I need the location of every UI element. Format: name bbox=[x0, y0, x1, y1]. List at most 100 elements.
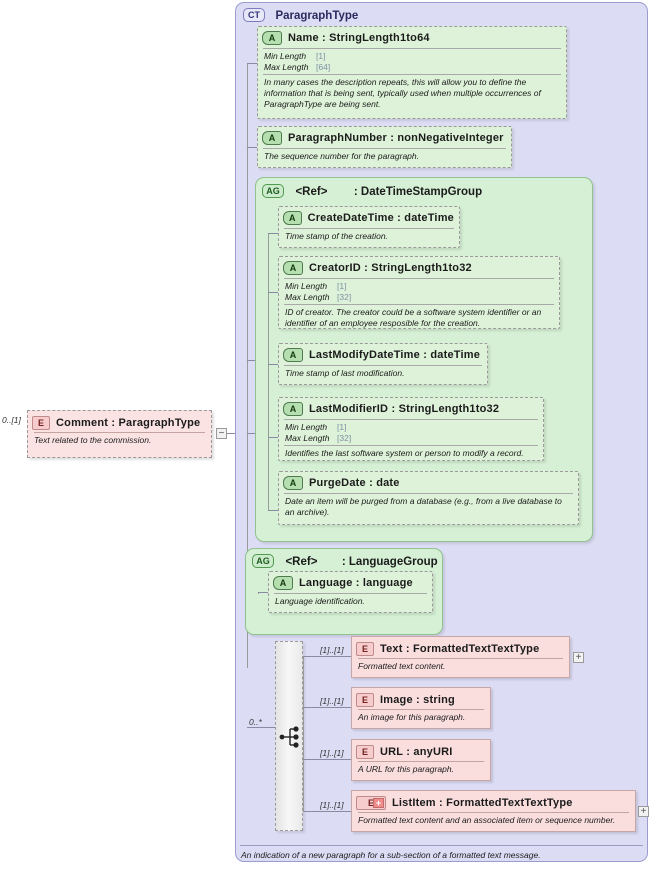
facet-value: [1] bbox=[337, 422, 347, 432]
tree-branch bbox=[268, 510, 278, 511]
divider bbox=[284, 278, 554, 279]
divider bbox=[274, 593, 427, 594]
element-doc-url: A URL for this paragraph. bbox=[358, 764, 454, 774]
root-cardinality: 0..[1] bbox=[2, 415, 21, 425]
element-header-image: E Image : string bbox=[352, 688, 490, 709]
expand-toggle-text[interactable]: + bbox=[573, 652, 584, 663]
element-header-text: E Text : FormattedTextTextType bbox=[352, 637, 569, 658]
attribute-header-paragraph-number: A ParagraphNumber : nonNegativeInteger bbox=[258, 127, 511, 147]
attribute-icon: A bbox=[283, 476, 303, 490]
element-node-comment[interactable]: E Comment : ParagraphType Text related t… bbox=[27, 410, 212, 458]
attribute-header-purgedate: A PurgeDate : date bbox=[279, 472, 578, 492]
element-node-text[interactable]: E Text : FormattedTextTextType Formatted… bbox=[351, 636, 570, 678]
ref-label: <Ref> bbox=[285, 556, 318, 568]
divider bbox=[284, 228, 454, 229]
tree-branch bbox=[268, 437, 278, 438]
child-cardinality-url: [1]..[1] bbox=[320, 748, 344, 758]
element-header-listitem: E+ ListItem : FormattedTextTextType bbox=[352, 791, 635, 812]
element-title-listitem: ListItem : FormattedTextTextType bbox=[392, 796, 573, 809]
attribute-doc-creatorid: ID of creator. The creator could be a so… bbox=[285, 307, 542, 328]
complex-type-title: ParagraphType bbox=[275, 10, 359, 22]
expand-toggle-listitem[interactable]: + bbox=[638, 806, 649, 817]
facet-value: [32] bbox=[337, 291, 352, 302]
element-header-url: E URL : anyURI bbox=[352, 740, 490, 761]
element-icon: E bbox=[356, 641, 374, 656]
attribute-doc-paragraph-number: The sequence number for the paragraph. bbox=[264, 151, 419, 161]
facet-label: Max Length bbox=[264, 61, 309, 72]
child-cardinality-listitem: [1]..[1] bbox=[320, 800, 344, 810]
element-title-comment: Comment : ParagraphType bbox=[56, 416, 201, 429]
attribute-facets-name: Min Length[1] Max Length[64] bbox=[258, 49, 566, 73]
attribute-doc-purgedate: Date an item will be purged from a datab… bbox=[285, 496, 562, 517]
divider bbox=[263, 74, 561, 75]
attribute-group-icon: AG bbox=[262, 183, 284, 198]
tree-branch bbox=[247, 147, 257, 148]
attribute-header-creatorid: A CreatorID : StringLength1to32 bbox=[279, 257, 559, 277]
attribute-node-lastmodifydatetime[interactable]: A LastModifyDateTime : dateTime Time sta… bbox=[278, 343, 488, 385]
tree-branch bbox=[303, 759, 351, 760]
attribute-group-icon: AG bbox=[252, 553, 274, 568]
attribute-icon: A bbox=[283, 348, 303, 362]
element-header-comment: E Comment : ParagraphType bbox=[28, 411, 211, 432]
complex-type-icon: CT bbox=[243, 7, 265, 22]
divider bbox=[284, 419, 538, 420]
child-cardinality-image: [1]..[1] bbox=[320, 696, 344, 706]
attribute-header-name: A Name : StringLength1to64 bbox=[258, 27, 566, 47]
tree-branch bbox=[268, 364, 278, 365]
tree-branch bbox=[268, 233, 278, 234]
attribute-doc-name: In many cases the description repeats, t… bbox=[264, 77, 541, 109]
attribute-node-creatorid[interactable]: A CreatorID : StringLength1to32 Min Leng… bbox=[278, 256, 560, 329]
tree-branch bbox=[303, 656, 351, 657]
element-doc-listitem: Formatted text content and an associated… bbox=[358, 815, 616, 825]
divider bbox=[358, 709, 484, 710]
element-title-image: Image : string bbox=[380, 693, 455, 706]
element-doc-text: Formatted text content. bbox=[358, 661, 446, 671]
ref-label: <Ref> bbox=[295, 186, 328, 198]
attribute-node-language[interactable]: A Language : language Language identific… bbox=[268, 571, 433, 613]
attribute-icon: A bbox=[262, 131, 282, 145]
divider bbox=[263, 48, 561, 49]
element-doc-comment: Text related to the commission. bbox=[34, 435, 152, 445]
divider bbox=[263, 148, 506, 149]
attribute-title-purgedate: PurgeDate : date bbox=[309, 477, 400, 489]
collapse-toggle-comment[interactable]: − bbox=[216, 428, 227, 439]
attribute-header-lastmodifierid: A LastModifierID : StringLength1to32 bbox=[279, 398, 543, 418]
element-icon: E bbox=[356, 744, 374, 759]
tree-branch bbox=[247, 63, 257, 64]
tree-branch bbox=[247, 360, 257, 361]
attribute-title-creatorid: CreatorID : StringLength1to32 bbox=[309, 262, 472, 274]
element-title-url: URL : anyURI bbox=[380, 745, 453, 758]
attribute-title-createdatetime: CreateDateTime : dateTime bbox=[307, 212, 454, 224]
element-node-listitem[interactable]: E+ ListItem : FormattedTextTextType Form… bbox=[351, 790, 636, 832]
attribute-node-createdatetime[interactable]: A CreateDateTime : dateTime Time stamp o… bbox=[278, 206, 460, 248]
facet-value: [32] bbox=[337, 432, 352, 443]
element-node-image[interactable]: E Image : string An image for this parag… bbox=[351, 687, 491, 729]
facet-value: [1] bbox=[316, 51, 326, 61]
attribute-node-paragraph-number[interactable]: A ParagraphNumber : nonNegativeInteger T… bbox=[257, 126, 512, 168]
attribute-icon: A bbox=[283, 402, 303, 416]
complex-type-header: CT ParagraphType bbox=[243, 6, 358, 24]
attribute-doc-lastmodifierid: Identifies the last software system or p… bbox=[285, 448, 524, 458]
attribute-header-lastmodifydatetime: A LastModifyDateTime : dateTime bbox=[279, 344, 487, 364]
element-title-text: Text : FormattedTextTextType bbox=[380, 642, 540, 655]
attribute-group-title-languagegroup: : LanguageGroup bbox=[341, 556, 438, 568]
attribute-header-language: A Language : language bbox=[269, 572, 432, 592]
divider bbox=[358, 812, 629, 813]
attribute-facets-creatorid: Min Length[1] Max Length[32] bbox=[279, 279, 559, 303]
attribute-node-lastmodifierid[interactable]: A LastModifierID : StringLength1to32 Min… bbox=[278, 397, 544, 461]
attribute-node-name[interactable]: A Name : StringLength1to64 Min Length[1]… bbox=[257, 26, 567, 119]
attribute-icon: A bbox=[283, 211, 302, 225]
complex-type-doc: An indication of a new paragraph for a s… bbox=[241, 850, 541, 860]
choice-indicator-icon bbox=[279, 726, 299, 748]
divider bbox=[284, 445, 538, 446]
element-node-url[interactable]: E URL : anyURI A URL for this paragraph. bbox=[351, 739, 491, 781]
tree-branch bbox=[268, 292, 278, 293]
attribute-node-purgedate[interactable]: A PurgeDate : date Date an item will be … bbox=[278, 471, 579, 525]
attribute-icon: A bbox=[273, 576, 293, 590]
tree-branch bbox=[247, 433, 255, 434]
attribute-doc-lastmodifydatetime: Time stamp of last modification. bbox=[285, 368, 405, 378]
choice-indicator-box[interactable] bbox=[275, 641, 303, 831]
element-extension-icon: E+ bbox=[356, 795, 386, 810]
tree-branch bbox=[303, 707, 351, 708]
